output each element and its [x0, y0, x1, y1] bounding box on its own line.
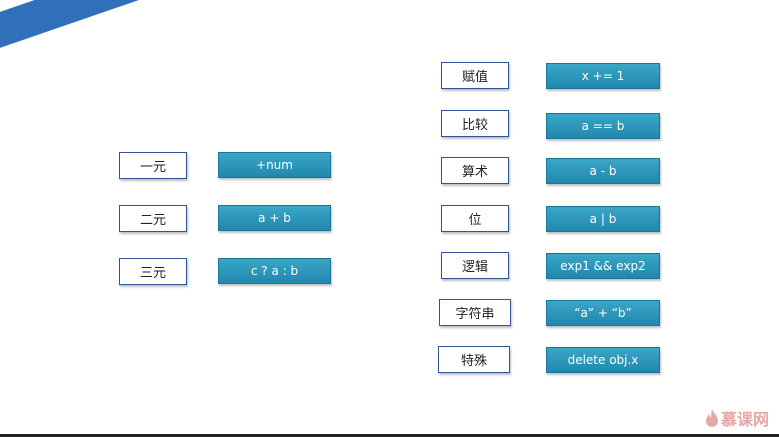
value-assignment: x += 1 — [546, 63, 660, 89]
slide-title: 运算符 — [96, 32, 152, 68]
value-comparison: a == b — [546, 113, 660, 139]
label-arithmetic: 算术 — [441, 157, 509, 184]
value-unary: +num — [218, 152, 331, 178]
title-banner — [0, 0, 386, 69]
watermark-text: 慕课网 — [720, 410, 769, 429]
value-binary: a + b — [218, 205, 331, 231]
value-special: delete obj.x — [546, 347, 660, 373]
label-unary: 一元 — [119, 152, 187, 179]
value-ternary: c ? a : b — [218, 258, 331, 284]
value-logical: exp1 && exp2 — [546, 253, 660, 279]
value-bitwise: a | b — [546, 206, 660, 232]
label-string: 字符串 — [439, 299, 511, 326]
watermark: 慕课网 — [705, 406, 769, 430]
value-string: “a” + “b” — [546, 300, 660, 326]
label-comparison: 比较 — [441, 110, 509, 137]
label-binary: 二元 — [119, 205, 187, 232]
label-bitwise: 位 — [441, 205, 509, 232]
label-logical: 逻辑 — [441, 252, 509, 279]
flame-icon — [705, 409, 718, 427]
label-special: 特殊 — [438, 346, 510, 373]
bottom-border — [0, 434, 779, 437]
value-arithmetic: a - b — [546, 158, 660, 184]
label-ternary: 三元 — [119, 258, 187, 285]
label-assignment: 赋值 — [441, 62, 509, 89]
